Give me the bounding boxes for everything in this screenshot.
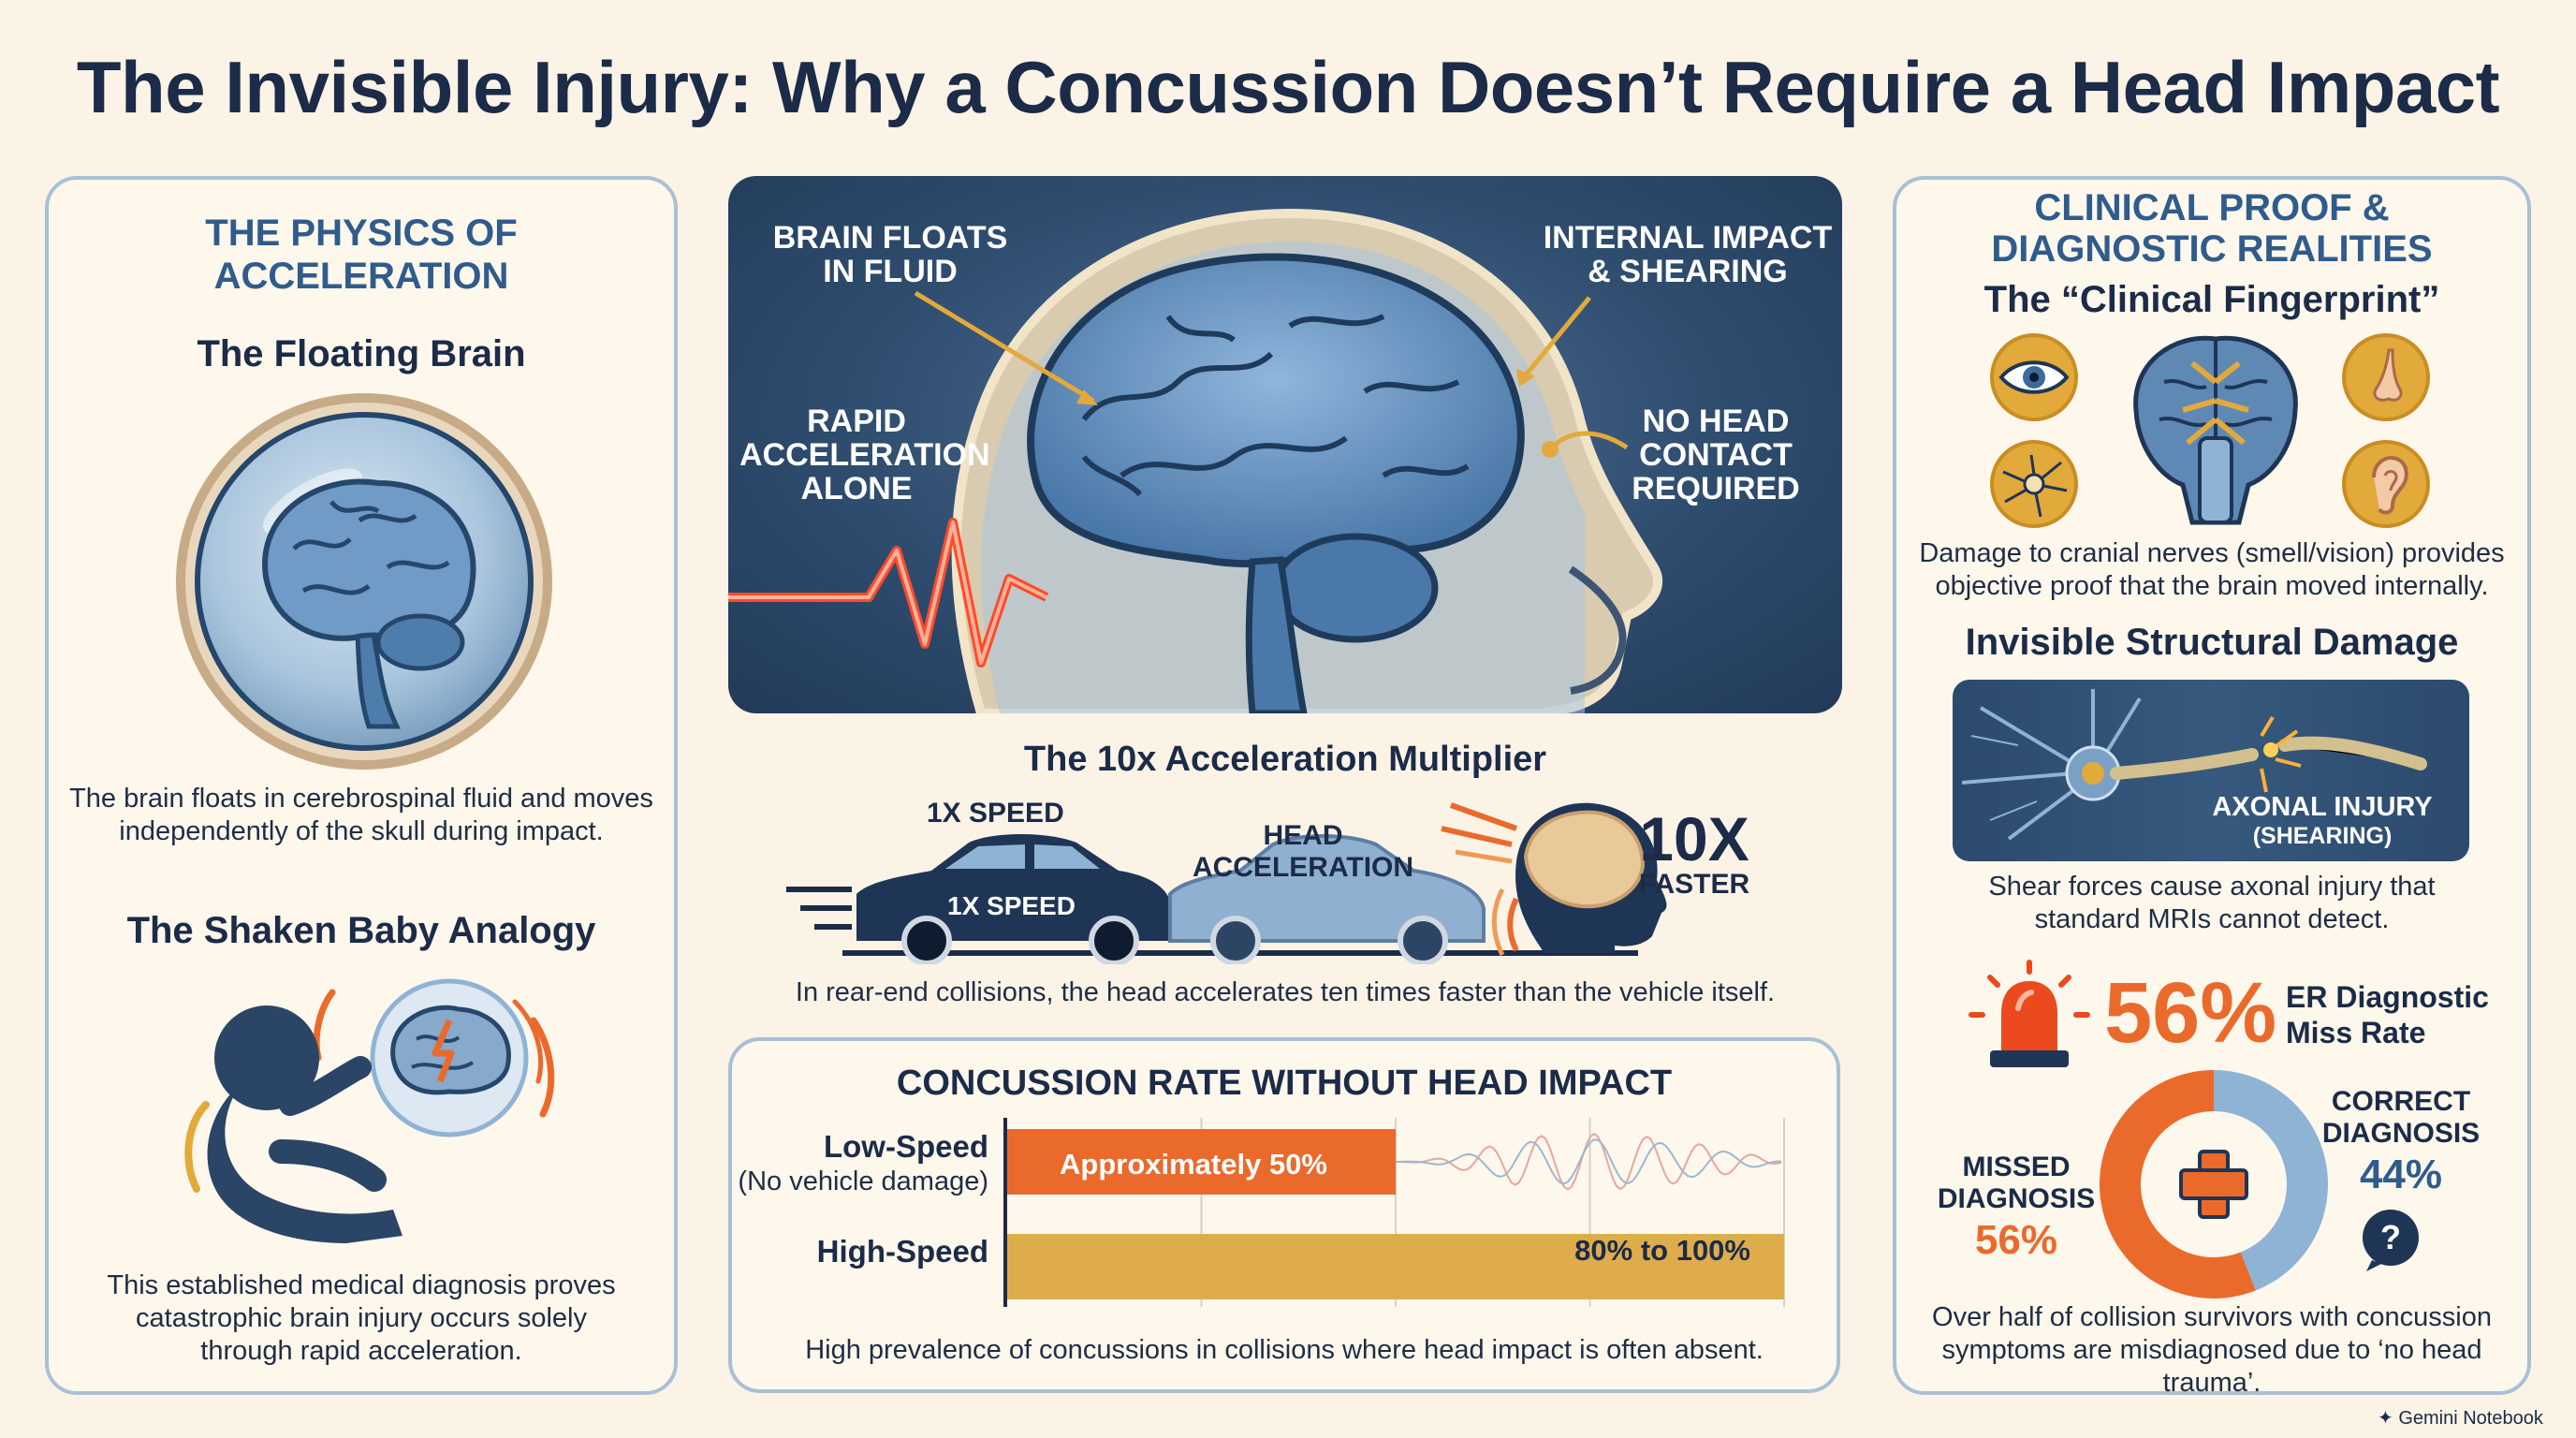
structural-title: Invisible Structural Damage <box>1965 622 2459 663</box>
floating-brain-text-line1: The brain floats in cerebrospinal fluid … <box>69 784 653 814</box>
chart-title: CONCUSSION RATE WITHOUT HEAD IMPACT <box>896 1064 1673 1103</box>
multiplier-caption: In rear-end collisions, the head acceler… <box>795 977 1776 1007</box>
fingerprint-text-line2: objective proof that the brain moved int… <box>1935 571 2489 601</box>
question-icon: ? <box>2363 1210 2419 1271</box>
clinical-heading-line1: CLINICAL PROOF & <box>2034 187 2390 228</box>
page-title: The Invisible Injury: Why a Concussion D… <box>76 46 2500 128</box>
label-brain-floats-line1: BRAIN FLOATS <box>772 220 1008 256</box>
label-rapid-line2: ACCELERATION <box>739 437 990 473</box>
axonal-injury-illustration <box>1953 680 2469 861</box>
shaken-baby-text-line3: through rapid acceleration. <box>200 1336 522 1366</box>
shear-text: Shear forces cause axonal injury that st… <box>1900 871 2524 936</box>
donut-missed-line1: MISSED <box>1962 1152 2071 1182</box>
clinical-heading: CLINICAL PROOF & DIAGNOSTIC REALITIES <box>1893 187 2531 270</box>
physics-heading: THE PHYSICS OF ACCELERATION <box>45 212 678 298</box>
eye-icon <box>1990 333 2078 421</box>
sparkle-icon: ✦ <box>2378 1408 2399 1429</box>
physics-panel <box>45 176 678 1395</box>
donut-missed-slice <box>2100 1070 2256 1299</box>
label-rapid-line3: ALONE <box>800 471 913 506</box>
bar-high-speed <box>1007 1234 1784 1299</box>
axonal-injury-label: AXONAL INJURY (SHEARING) <box>2168 792 2477 850</box>
nerve-icon <box>1990 440 2078 528</box>
hero-head-illustration: BRAIN FLOATS IN FLUID INTERNAL IMPACT & … <box>728 176 1842 713</box>
chart-wave-decoration-2 <box>1396 1138 1782 1185</box>
axonal-injury-line1: AXONAL INJURY <box>2212 792 2433 822</box>
donut-missed-label: MISSED DIAGNOSIS 56% <box>1932 1152 2100 1266</box>
multiplier-title: The 10x Acceleration Multiplier <box>1023 740 1547 779</box>
brain-base-cranial-nerves-illustration <box>2133 335 2298 525</box>
concussion-bar-chart <box>1003 1118 1785 1307</box>
nose-icon <box>2342 333 2430 421</box>
donut-correct-label: CORRECT DIAGNOSIS 44% <box>2312 1086 2490 1200</box>
shaken-baby-text-line1: This established medical diagnosis prove… <box>107 1270 616 1300</box>
axonal-injury-line2: (SHEARING) <box>2252 823 2393 849</box>
miss-rate-label-line1: ER Diagnostic <box>2286 980 2489 1014</box>
label-rapid-line1: RAPID <box>807 404 906 439</box>
bar-low-value-label: Approximately 50% <box>1060 1148 1327 1181</box>
car-acceleration-illustration <box>786 802 1667 964</box>
category-high-speed: High-Speed <box>816 1234 988 1269</box>
donut-missed-line2: DIAGNOSIS <box>1937 1183 2096 1214</box>
bar-low-speed <box>1007 1129 1396 1195</box>
ear-icon <box>2342 440 2430 528</box>
label-internal-impact-line2: & SHEARING <box>1588 254 1788 289</box>
speed-car-label: 1X SPEED <box>947 891 1076 920</box>
head-brain-illustration <box>728 208 1663 713</box>
label-nohead-line2: CONTACT <box>1639 437 1793 473</box>
shaken-baby-title: The Shaken Baby Analogy <box>126 910 596 951</box>
concussion-chart-panel <box>728 1037 1840 1393</box>
fingerprint-text-line1: Damage to cranial nerves (smell/vision) … <box>1919 538 2505 568</box>
donut-correct-pct: 44% <box>2359 1152 2443 1197</box>
svg-text:?: ? <box>2380 1218 2401 1256</box>
label-brain-floats: BRAIN FLOATS IN FLUID <box>736 221 1045 288</box>
floating-brain-text-line2: independently of the skull during impact… <box>119 816 604 846</box>
donut-correct-line1: CORRECT <box>2331 1086 2471 1117</box>
floating-brain-illustration <box>176 393 552 770</box>
speed-top-label: 1X SPEED <box>927 798 1064 829</box>
clinical-heading-line2: DIAGNOSTIC REALITIES <box>1991 228 2433 270</box>
label-brain-floats-line2: IN FLUID <box>823 254 958 289</box>
siren-icon <box>1969 960 2090 1067</box>
chart-wave-decoration <box>1396 1132 1782 1191</box>
category-low-speed: Low-Speed <box>823 1129 988 1164</box>
donut-correct-line2: DIAGNOSIS <box>2321 1118 2481 1149</box>
head-acceleration-line2: ACCELERATION <box>1192 852 1414 883</box>
watermark-text: Gemini Notebook <box>2398 1408 2543 1429</box>
diagnosis-donut-chart <box>2100 1070 2328 1299</box>
label-nohead-line3: REQUIRED <box>1632 471 1800 506</box>
faster-label: FASTER <box>1638 869 1750 900</box>
donut-correct-slice <box>2214 1070 2328 1291</box>
shear-text-line1: Shear forces cause axonal injury that <box>1988 872 2436 902</box>
misdiagnosis-text-line1: Over half of collision survivors with co… <box>1932 1302 2492 1332</box>
physics-heading-line2: ACCELERATION <box>213 256 509 297</box>
head-acceleration-line1: HEAD <box>1263 820 1343 851</box>
miss-rate-label-line2: Miss Rate <box>2286 1016 2426 1049</box>
floating-brain-text: The brain floats in cerebrospinal fluid … <box>56 783 666 848</box>
shaken-baby-text: This established medical diagnosis prove… <box>56 1269 666 1368</box>
physics-heading-line1: THE PHYSICS OF <box>205 213 518 254</box>
chart-caption: High prevalence of concussions in collis… <box>805 1335 1764 1365</box>
label-no-head-contact: NO HEAD CONTACT REQUIRED <box>1608 404 1823 506</box>
donut-missed-pct: 56% <box>1974 1217 2058 1263</box>
miss-rate-label: ER Diagnostic Miss Rate <box>2286 979 2489 1050</box>
label-nohead-line1: NO HEAD <box>1642 404 1790 439</box>
category-low-speed-sub: (No vehicle damage) <box>738 1167 988 1196</box>
head-acceleration-label: HEAD ACCELERATION <box>1181 820 1425 884</box>
floating-brain-title: The Floating Brain <box>197 333 526 374</box>
ten-x-value: 10X <box>1639 804 1749 873</box>
shaken-baby-text-line2: catastrophic brain injury occurs solely <box>136 1303 587 1333</box>
shaken-baby-illustration <box>184 978 555 1243</box>
fingerprint-title: The “Clinical Fingerprint” <box>1983 279 2440 320</box>
misdiagnosis-text-line2: symptoms are misdiagnosed due to ‘no hea… <box>1941 1335 2482 1398</box>
shear-text-line2: standard MRIs cannot detect. <box>2034 904 2390 934</box>
label-internal-impact-line1: INTERNAL IMPACT <box>1543 220 1833 256</box>
label-rapid-acceleration: RAPID ACCELERATION ALONE <box>739 404 990 506</box>
watermark: ✦ Gemini Notebook <box>2378 1406 2543 1430</box>
label-internal-impact: INTERNAL IMPACT & SHEARING <box>1533 221 1842 288</box>
misdiagnosis-text: Over half of collision survivors with co… <box>1900 1301 2524 1400</box>
bar-high-value-label: 80% to 100% <box>1574 1234 1750 1267</box>
fingerprint-text: Damage to cranial nerves (smell/vision) … <box>1900 537 2524 603</box>
miss-rate-value: 56% <box>2104 965 2277 1061</box>
